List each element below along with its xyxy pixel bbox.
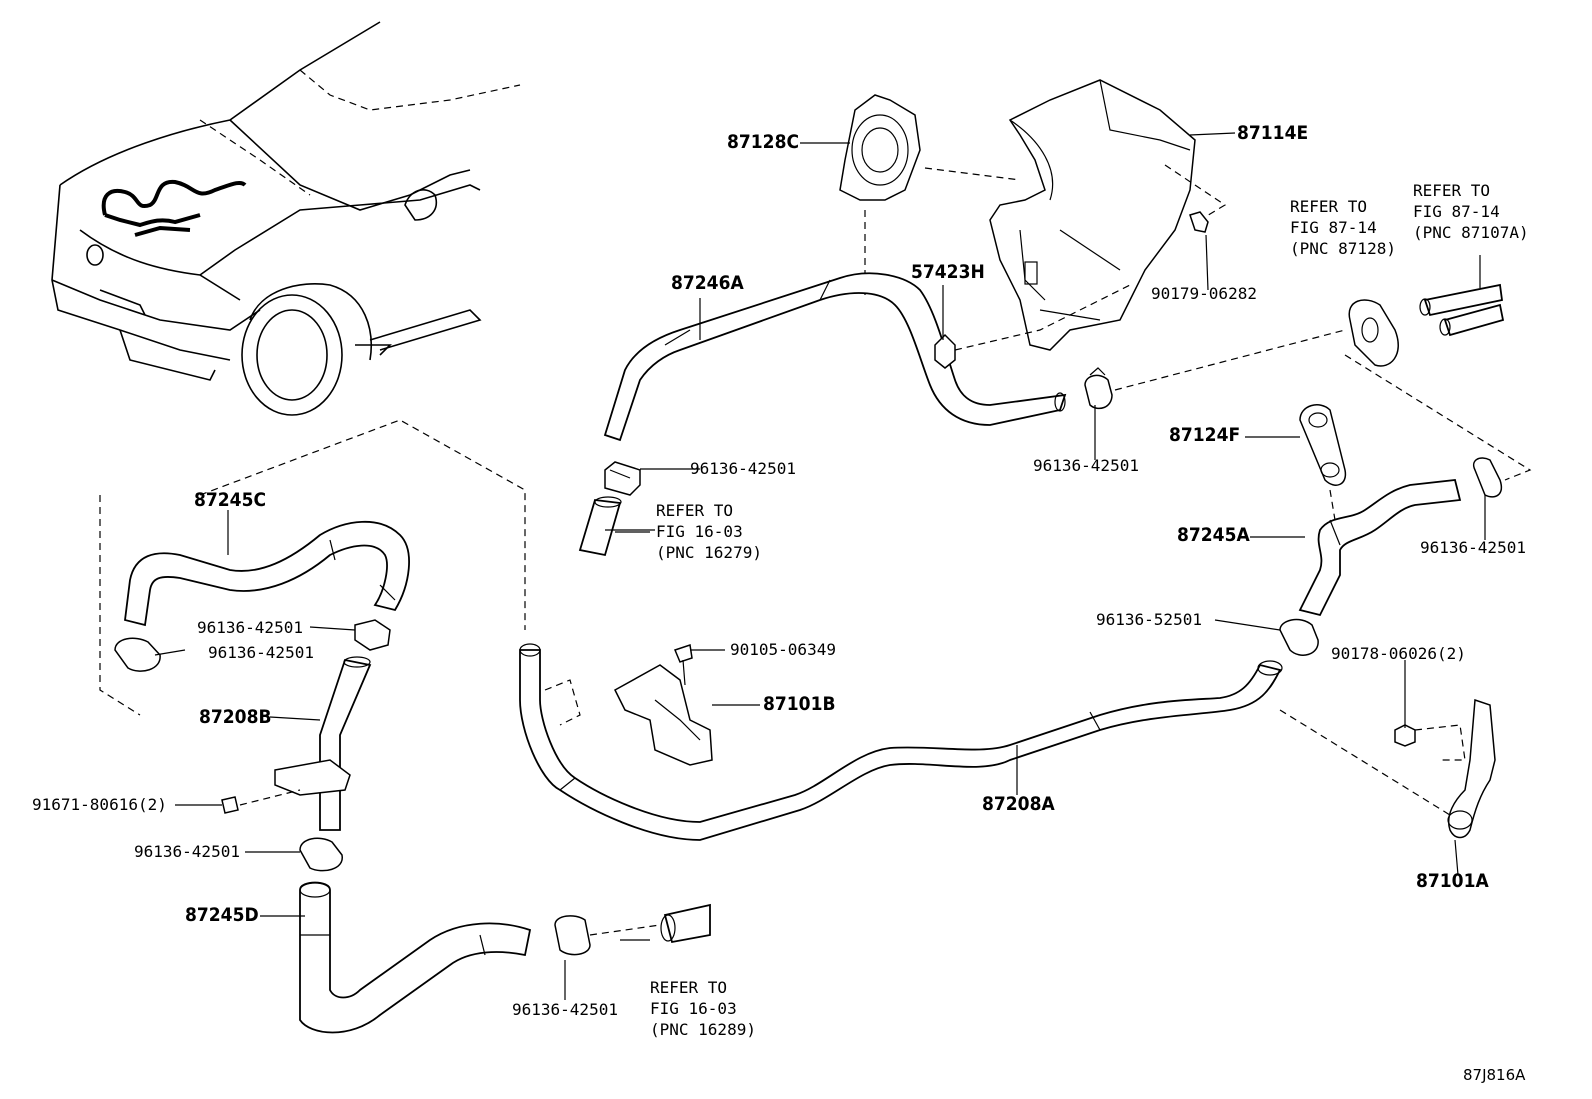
bolt-90105 — [673, 644, 693, 686]
bracket-87101B — [544, 664, 713, 766]
bolt-91671 — [221, 796, 239, 814]
clamp-96136-left-hose — [604, 461, 641, 496]
pipe-16279 — [578, 496, 622, 557]
refer-note-16289: REFER TO FIG 16-03 (PNC 16289) — [650, 978, 756, 1039]
callout-87208A: 87208A — [982, 793, 1055, 815]
callout-87208B: 87208B — [199, 706, 272, 728]
callout-96136-42501-c: 96136-42501 — [134, 842, 240, 861]
callout-90179-06282: 90179-06282 — [1151, 284, 1257, 303]
pipe-87208B — [239, 656, 372, 831]
pressure-cap-87128C — [839, 94, 1021, 295]
pipes-87107A-ref — [1419, 255, 1505, 337]
hose-87245A — [1298, 479, 1462, 617]
callout-90105-06349: 90105-06349 — [730, 640, 836, 659]
clamp-left-b — [99, 495, 161, 716]
hose-87245D — [299, 881, 532, 1034]
clamp-96136-52501 — [1279, 618, 1319, 656]
callout-87246A: 87246A — [671, 272, 744, 294]
clamp-right — [199, 354, 1532, 630]
callout-96136-42501-b: 96136-42501 — [208, 643, 314, 662]
callout-87124F: 87124F — [1169, 424, 1241, 446]
diagram-code: 87J816A — [1463, 1066, 1526, 1084]
callout-87245D: 87245D — [185, 904, 259, 926]
grommet-ref — [1348, 299, 1399, 367]
clamp-top-center — [1084, 329, 1346, 410]
callout-96136-42501-right: 96136-42501 — [1420, 538, 1526, 557]
callout-87101A: 87101A — [1416, 870, 1489, 892]
bolt-90179 — [1189, 211, 1209, 233]
hose-87245C — [124, 520, 410, 627]
callout-87245A: 87245A — [1177, 524, 1250, 546]
callout-87245C: 87245C — [194, 489, 267, 511]
callout-96136-42501-a: 96136-42501 — [197, 618, 303, 637]
refer-note-87128: REFER TO FIG 87-14 (PNC 87128) — [1290, 197, 1396, 258]
nut-90178 — [1394, 724, 1416, 747]
clamp-bottom-left — [299, 837, 343, 872]
joint-87124F — [1299, 404, 1347, 521]
clip-57423H — [934, 284, 1131, 369]
callout-96136-42501-mid: 96136-42501 — [690, 459, 796, 478]
pipe-16289 — [660, 903, 711, 944]
reservoir-tank-87114E — [989, 79, 1227, 351]
hose-87246A — [603, 272, 1067, 442]
vehicle-illustration — [51, 21, 521, 416]
clamp-bottom — [554, 915, 661, 956]
leader-lines — [154, 132, 1486, 1000]
callout-87128C: 87128C — [727, 131, 800, 153]
callout-96136-52501: 96136-52501 — [1096, 610, 1202, 629]
callout-91671-80616: 91671-80616(2) — [32, 795, 167, 814]
hose-87208A — [519, 643, 1283, 841]
callout-96136-42501-d: 96136-42501 — [512, 1000, 618, 1019]
refer-note-16279: REFER TO FIG 16-03 (PNC 16279) — [656, 501, 762, 562]
callout-96136-42501-top: 96136-42501 — [1033, 456, 1139, 475]
callout-87101B: 87101B — [763, 693, 836, 715]
callout-90178-06026: 90178-06026(2) — [1331, 644, 1466, 663]
clamp-left-a — [354, 619, 391, 651]
refer-note-87107A: REFER TO FIG 87-14 (PNC 87107A) — [1413, 181, 1529, 242]
callout-57423H: 57423H — [911, 261, 985, 283]
bracket-87101A — [1279, 698, 1496, 839]
callout-87114E: 87114E — [1237, 122, 1309, 144]
